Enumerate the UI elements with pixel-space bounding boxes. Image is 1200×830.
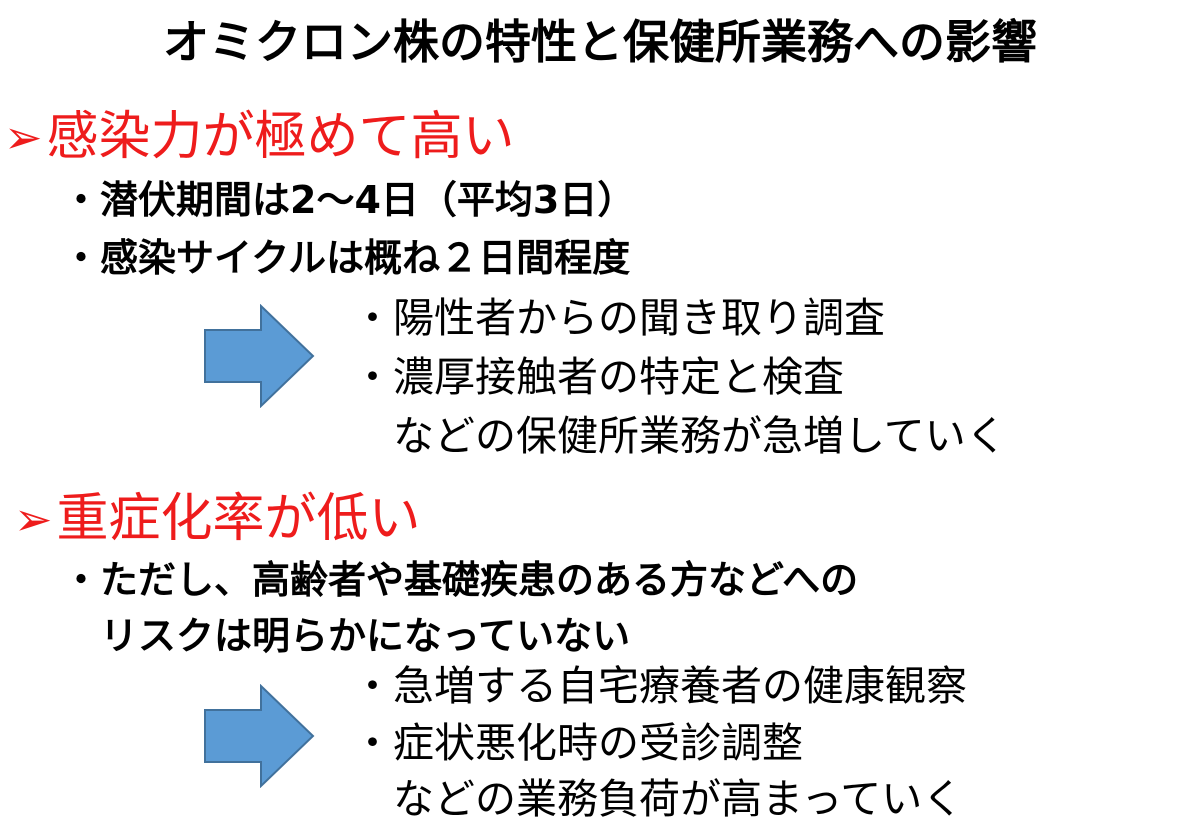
section-1-heading-text: 感染力が極めて高い <box>46 107 515 167</box>
section-2-point-1: ・ただし、高齢者や基礎疾患のある方などへの <box>62 558 859 602</box>
section-2-effect-3: などの業務負荷が高まっていく <box>352 775 964 823</box>
right-arrow-icon <box>204 304 315 408</box>
section-1-effect-1: ・陽性者からの聞き取り調査 <box>352 294 885 342</box>
section-1-effect-2: ・濃厚接触者の特定と検査 <box>352 353 844 401</box>
section-1-effect-3: などの保健所業務が急増していく <box>352 412 1007 460</box>
arrowhead-bullet-icon: ➢ <box>14 492 53 546</box>
section-2-heading-text: 重症化率が低い <box>56 489 421 549</box>
slide-title: オミクロン株の特性と保健所業務への影響 <box>163 15 1037 69</box>
section-1-point-2: ・感染サイクルは概ね２日間程度 <box>62 236 631 280</box>
section-2-effect-2: ・症状悪化時の受診調整 <box>352 719 803 767</box>
section-2-point-2: リスクは明らかになっていない <box>62 614 631 658</box>
section-2-effect-1: ・急増する自宅療養者の健康観察 <box>352 662 967 710</box>
arrowhead-bullet-icon: ➢ <box>4 110 43 164</box>
right-arrow-icon <box>204 684 315 788</box>
section-1-heading: ➢ 感染力が極めて高い <box>4 102 515 172</box>
section-2-heading: ➢ 重症化率が低い <box>14 484 421 554</box>
section-1-point-1: ・潜伏期間は2～4日（平均3日） <box>62 178 636 222</box>
